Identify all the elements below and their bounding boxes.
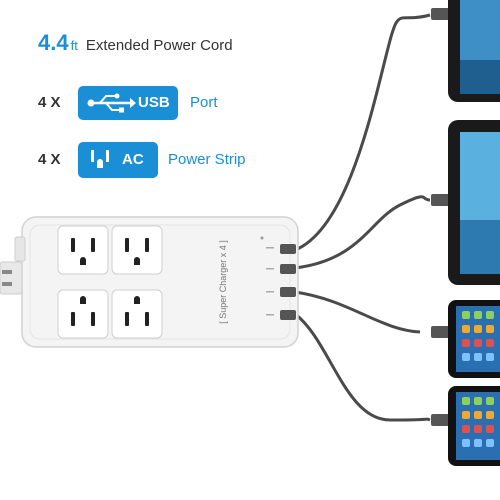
ac-outlet <box>111 289 163 339</box>
usb-port <box>280 244 296 254</box>
ac-outlet-icon <box>91 150 109 168</box>
tablet-middle <box>448 120 500 285</box>
usb-port <box>280 310 296 320</box>
power-cord <box>0 261 23 295</box>
ac-badge-label: AC <box>122 151 144 168</box>
cable-2 <box>294 195 431 270</box>
usb-multiplier: 4 X <box>38 94 61 111</box>
cable-1 <box>294 13 431 252</box>
cable-4 <box>294 312 431 422</box>
ac-outlets <box>57 225 163 339</box>
usb-port <box>280 287 296 297</box>
ac-outlet <box>57 225 109 275</box>
ac-outlet <box>57 289 109 339</box>
headline-text: Extended Power Cord <box>85 37 233 54</box>
usb-port <box>280 264 296 274</box>
phone-upper <box>448 300 500 378</box>
strip-label: [ Super Charger x 4 ] <box>218 240 228 324</box>
power-switch <box>14 236 26 262</box>
usb-badge-label: USB <box>138 94 170 111</box>
cable-connectors <box>431 8 453 426</box>
ac-caption: Power Strip <box>168 151 246 168</box>
cable-3 <box>294 290 421 334</box>
usb-ports <box>260 236 296 320</box>
usb-badge: USB <box>78 86 178 120</box>
usb-caption: Port <box>190 94 218 111</box>
ac-badge: AC <box>78 142 158 178</box>
phone-lower <box>448 386 500 466</box>
tablet-top <box>448 0 500 102</box>
cord-length-unit: ft <box>70 38 78 53</box>
ac-multiplier: 4 X <box>38 151 61 168</box>
cord-length: 4.4 <box>38 30 69 55</box>
charging-cables <box>294 13 431 422</box>
usb-icon <box>87 93 136 113</box>
ac-outlet <box>111 225 163 275</box>
